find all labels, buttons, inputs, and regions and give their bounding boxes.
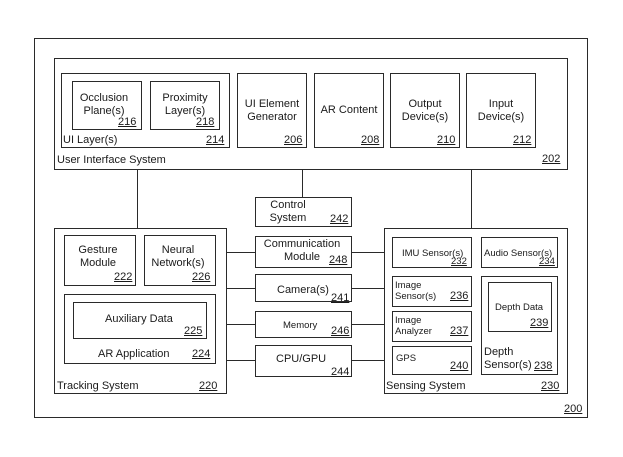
depth-data-number: 239 (530, 317, 549, 329)
input-devices-number: 212 (513, 134, 532, 146)
ar-content-label: AR Content (320, 104, 378, 116)
ui-element-generator-number: 206 (284, 134, 303, 146)
connector-memory-left (227, 324, 255, 325)
ui-element-generator-box (237, 73, 307, 148)
gps-box (392, 346, 472, 375)
ar-content-box (314, 73, 384, 148)
audio-sensors-box (481, 237, 558, 268)
control-system-number: 242 (330, 213, 349, 225)
tracking-system-number: 220 (199, 380, 218, 392)
connector-cpu-left (227, 360, 255, 361)
occlusion-planes-box (72, 81, 142, 130)
imu-sensors-label: IMU Sensor(s) (402, 248, 464, 259)
imu-sensors-number: 232 (451, 256, 467, 267)
control-system-label: Control System (269, 199, 307, 224)
gps-number: 240 (450, 360, 469, 372)
ar-application-number: 224 (192, 348, 211, 360)
input-devices-label: Input Device(s) (477, 98, 525, 123)
cameras-box (255, 274, 352, 302)
gps-label: GPS (396, 353, 417, 364)
gesture-module-box (64, 235, 136, 286)
connector-ui-to-control (302, 170, 303, 197)
cpu-gpu-number: 244 (331, 366, 350, 378)
ar-application-label: AR Application (98, 348, 170, 360)
memory-number: 246 (331, 325, 350, 337)
communication-module-number: 248 (329, 254, 348, 266)
cameras-label: Camera(s) (277, 284, 329, 296)
communication-module-label: Communication Module (263, 238, 341, 263)
image-sensors-box (392, 276, 472, 307)
connector-comm-right (352, 252, 384, 253)
cpu-gpu-label: CPU/GPU (276, 353, 327, 365)
connector-camera-left (227, 288, 255, 289)
depth-sensors-label: Depth Sensor(s) (484, 346, 532, 371)
gesture-module-label: Gesture Module (78, 244, 118, 269)
tracking-system-label: Tracking System (57, 380, 139, 392)
output-devices-label: Output Device(s) (401, 98, 449, 123)
input-devices-box (466, 73, 536, 148)
control-system-box (255, 197, 352, 227)
auxiliary-data-box (73, 302, 207, 339)
ui-layers-number: 214 (206, 134, 225, 146)
user-interface-system-number: 202 (542, 153, 561, 165)
occlusion-planes-number: 216 (118, 116, 137, 128)
image-analyzer-number: 237 (450, 325, 469, 337)
sensing-system-label: Sensing System (386, 380, 466, 392)
output-devices-box (390, 73, 460, 148)
memory-box (255, 311, 352, 338)
connector-comm-left (227, 252, 255, 253)
ui-element-generator-label: UI Element Generator (244, 98, 300, 123)
auxiliary-data-number: 225 (184, 325, 203, 337)
image-sensors-label: Image Sensor(s) (395, 280, 437, 302)
proximity-layers-label: Proximity Layer(s) (162, 92, 208, 117)
depth-data-label: Depth Data (495, 302, 544, 313)
connector-memory-right (352, 324, 384, 325)
neural-networks-number: 226 (192, 271, 211, 283)
output-devices-number: 210 (437, 134, 456, 146)
cameras-number: 241 (331, 292, 350, 304)
audio-sensors-number: 234 (539, 256, 555, 267)
connector-cpu-right (352, 360, 384, 361)
audio-sensors-label: Audio Sensor(s) (484, 248, 553, 259)
auxiliary-data-label: Auxiliary Data (105, 313, 173, 325)
figure-number: 200 (564, 403, 583, 415)
image-analyzer-label: Image Analyzer (395, 315, 432, 337)
occlusion-planes-label: Occlusion Plane(s) (79, 92, 129, 117)
cpu-gpu-box (255, 345, 352, 377)
communication-module-box (255, 236, 352, 268)
ui-layers-label: UI Layer(s) (63, 134, 118, 146)
depth-data-box (488, 282, 552, 332)
neural-networks-box (144, 235, 216, 286)
memory-label: Memory (283, 320, 318, 331)
depth-sensors-number: 238 (534, 360, 553, 372)
imu-sensors-box (392, 237, 472, 268)
image-sensors-number: 236 (450, 290, 469, 302)
sensing-system-number: 230 (541, 380, 560, 392)
connector-ui-to-sensing (471, 170, 472, 228)
image-analyzer-box (392, 311, 472, 342)
gesture-module-number: 222 (114, 271, 133, 283)
proximity-layers-box (150, 81, 220, 130)
proximity-layers-number: 218 (196, 116, 215, 128)
neural-networks-label: Neural Network(s) (151, 244, 205, 269)
connector-camera-right (352, 288, 384, 289)
ar-content-number: 208 (361, 134, 380, 146)
connector-ui-to-tracking (137, 170, 138, 228)
user-interface-system-label: User Interface System (57, 154, 166, 166)
